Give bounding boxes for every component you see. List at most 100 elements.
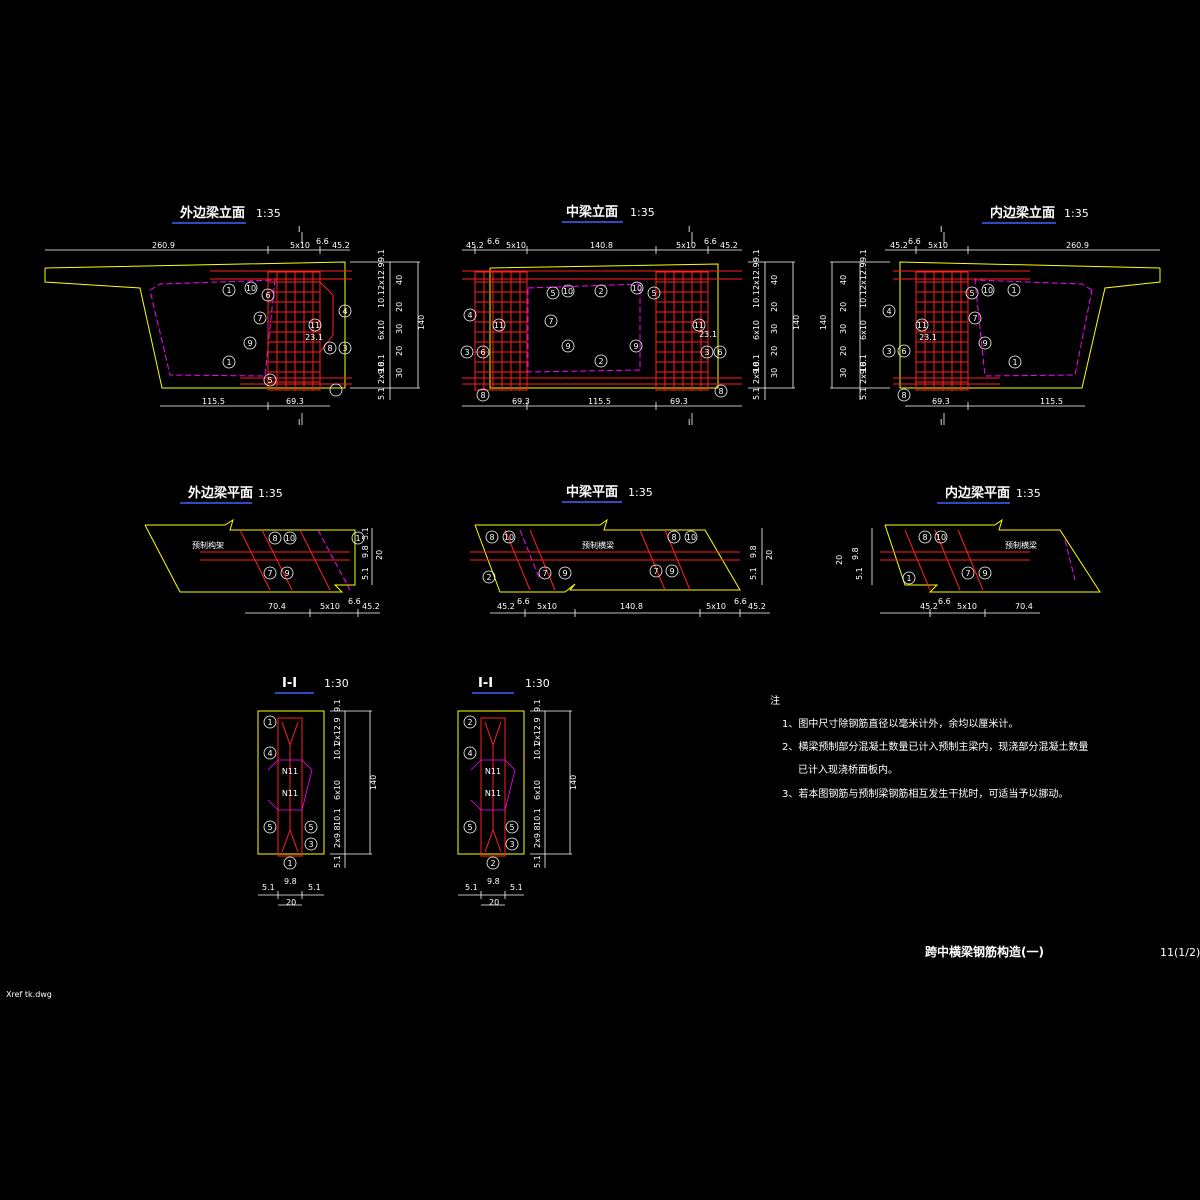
svg-text:8: 8 [671,533,676,542]
svg-text:140: 140 [819,315,828,330]
dim: 6.6 [704,237,717,246]
svg-text:2: 2 [490,859,495,868]
svg-text:6: 6 [901,347,906,356]
svg-text:1: 1 [287,859,292,868]
svg-text:7: 7 [548,317,553,326]
dim: 5x10 [928,241,948,250]
mid-elev-scale: 1:35 [630,206,655,219]
mid-plan-title: 中梁平面 [566,484,618,500]
svg-text:2: 2 [486,573,491,582]
svg-text:10: 10 [983,286,993,295]
svg-text:8: 8 [480,391,485,400]
svg-text:4: 4 [467,749,472,758]
dim: 45.2 [466,241,484,250]
section-left-view: I-I 1:30 1 4 5 5 3 1 N11 N11 9 [257,676,378,907]
svg-text:10.1: 10.1 [377,290,386,308]
callout-labels: 5 10 2 10 5 4 11 11 7 3 6 9 9 6 3 2 8 8 … [464,284,723,400]
inner-elev-scale: 1:35 [1064,207,1089,220]
svg-text:5: 5 [467,823,472,832]
svg-text:2x12.9: 2x12.9 [752,262,761,290]
dim: 20 [835,555,844,565]
section-mark: I [688,418,690,427]
svg-text:7: 7 [972,314,977,323]
svg-text:8: 8 [901,391,906,400]
svg-text:23.1: 23.1 [305,333,323,342]
section-mark: I [940,418,942,427]
dim: 69.3 [286,397,304,406]
plan-inner-text: 预制横梁 [582,540,614,550]
inner-plan-view: 内边梁平面 1:35 预制横梁 45.2 6.6 5x10 70.4 20 9.… [835,485,1101,617]
dim: 20 [765,550,774,560]
callout-labels: 8 10 1 7 9 [267,534,360,578]
dim: 5x10 [290,241,310,250]
dim: 6.6 [734,597,747,606]
svg-text:4: 4 [886,307,891,316]
svg-text:5: 5 [651,289,656,298]
svg-text:23.1: 23.1 [919,333,937,342]
svg-text:9.1: 9.1 [859,249,868,262]
svg-text:30: 30 [839,368,848,378]
svg-text:10.1: 10.1 [752,354,761,372]
outer-elevation-view: 外边梁立面 1:35 [44,205,426,427]
svg-text:140: 140 [417,315,426,330]
svg-text:2x12.9: 2x12.9 [333,717,342,745]
svg-text:N11: N11 [282,789,298,798]
dim: 45.2 [362,602,380,611]
svg-text:5: 5 [550,289,555,298]
dim: 9.8 [284,877,297,886]
dim: 5x10 [957,602,977,611]
dim: 9.8 [487,877,500,886]
svg-text:23.1: 23.1 [699,330,717,339]
callouts [882,283,1022,402]
dim: 9.8 [361,545,370,558]
callout-labels: 2 4 5 5 3 2 N11 N11 [467,718,514,868]
svg-text:5: 5 [509,823,514,832]
svg-text:6x10: 6x10 [533,780,542,800]
dim: 6.6 [348,597,361,606]
svg-text:10.1: 10.1 [859,354,868,372]
dim: 5.1 [361,527,370,540]
note-item: 1、图中尺寸除钢筋直径以毫米计外，余均以厘米计。 [782,717,1018,730]
svg-text:140: 140 [792,315,801,330]
dim: 260.9 [152,241,175,250]
dim: 9.8 [851,547,860,560]
svg-text:10.1: 10.1 [533,742,542,760]
svg-text:3: 3 [886,347,891,356]
svg-text:3: 3 [308,840,313,849]
svg-text:10: 10 [285,534,295,543]
svg-text:2x9.8: 2x9.8 [859,361,868,384]
dim: 5x10 [537,602,557,611]
dim: 9.8 [749,545,758,558]
dim: 69.3 [932,397,950,406]
callout-labels: 8 10 1 7 9 [906,533,987,583]
dim: 45.2 [497,602,515,611]
svg-text:30: 30 [839,324,848,334]
outer-elev-title: 外边梁立面 [179,205,245,221]
section-right-title: I-I [478,676,493,691]
note-item: 3、若本图钢筋与预制梁钢筋相互发生干扰时，可适当予以挪动。 [782,787,1068,800]
dim: 5x10 [706,602,726,611]
svg-text:1: 1 [226,358,231,367]
svg-text:10.1: 10.1 [533,808,542,826]
dim: 115.5 [588,397,611,406]
svg-text:5.1: 5.1 [533,855,542,868]
svg-text:2: 2 [598,287,603,296]
section-right-scale: 1:30 [525,677,550,690]
svg-text:20: 20 [839,346,848,356]
svg-text:11: 11 [310,321,320,330]
svg-text:7: 7 [965,569,970,578]
inner-plan-title: 内边梁平面 [945,485,1010,501]
callouts [460,281,728,402]
plan-inner-text: 预制横梁 [1005,540,1037,550]
outer-plan-scale: 1:35 [258,487,283,500]
dim: 69.3 [512,397,530,406]
svg-text:2: 2 [467,718,472,727]
svg-text:8: 8 [272,534,277,543]
svg-text:4: 4 [342,307,347,316]
xref-label: Xref tk.dwg [6,990,52,999]
dim: 5.1 [855,567,864,580]
notes-heading: 注 [770,694,780,707]
svg-text:6: 6 [265,291,270,300]
svg-text:11: 11 [917,321,927,330]
